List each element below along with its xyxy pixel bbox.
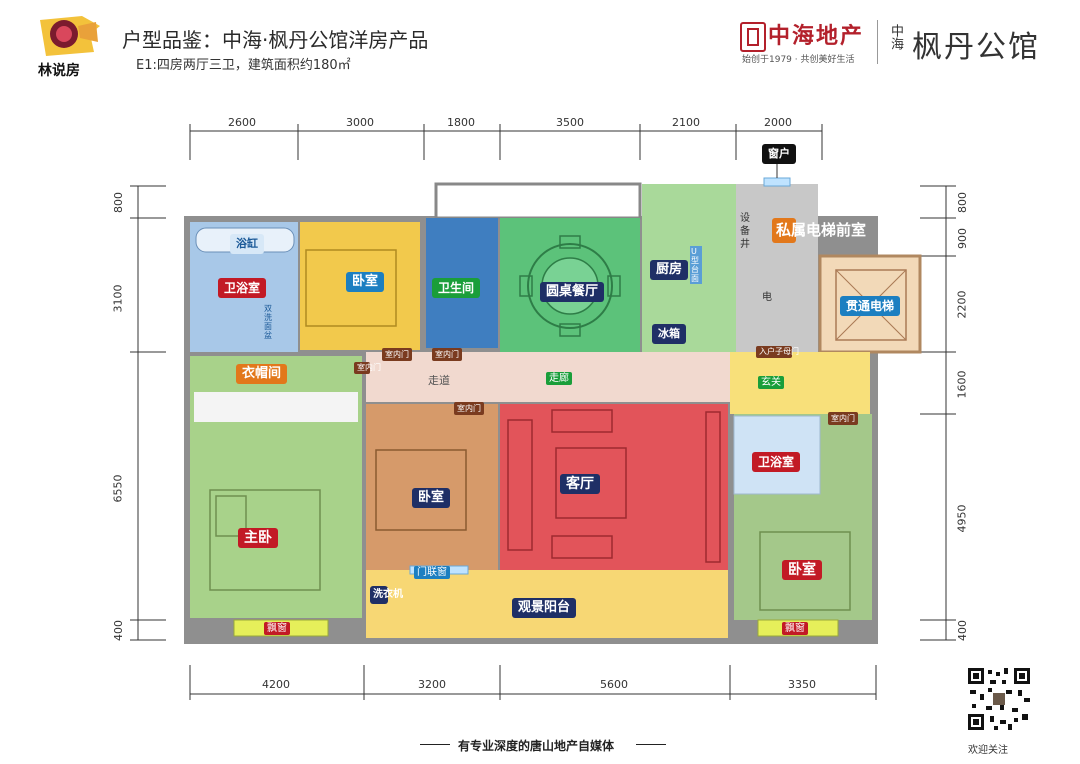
- label-basin: 双洗面盆: [264, 304, 272, 340]
- label-master-bath: 卫浴室: [218, 278, 267, 298]
- bottom-dimension-line: [189, 665, 877, 700]
- dim-top-5: 2100: [672, 116, 700, 129]
- label-cloakroom: 衣帽间: [236, 364, 288, 384]
- brand-logo-icon: [740, 22, 766, 52]
- qr-code-icon: [966, 666, 1032, 732]
- footer-line-left: [420, 744, 450, 745]
- dim-bottom-2: 3200: [418, 678, 446, 691]
- label-elec: 电: [762, 292, 772, 303]
- label-bedroom-mid: 卧室: [412, 488, 451, 508]
- page-subtitle: E1:四房两厅三卫，建筑面积约180㎡: [136, 58, 351, 73]
- brand-small: 中海: [888, 24, 903, 50]
- label-bay-window-right: 飘窗: [782, 622, 808, 635]
- brand-divider: [877, 20, 878, 64]
- dim-left-4: 400: [112, 620, 125, 641]
- dim-right-5: 4950: [955, 504, 969, 533]
- door-tag-5: 室内门: [828, 412, 858, 425]
- dim-right-1: 800: [956, 192, 969, 213]
- label-bedroom-north: 卧室: [346, 272, 385, 292]
- dim-left-1: 800: [112, 192, 125, 213]
- label-linked-window: 门联窗: [414, 566, 450, 579]
- dim-top-2: 3000: [346, 116, 374, 129]
- dim-bottom-4: 3350: [788, 678, 816, 691]
- footer-tagline: 有专业深度的唐山地产自媒体: [458, 739, 615, 753]
- label-balcony: 观景阳台: [512, 598, 577, 618]
- dim-right-3: 2200: [955, 290, 969, 319]
- top-dimension-line: [189, 124, 823, 160]
- dim-top-1: 2600: [228, 116, 256, 129]
- footer-line-right: [636, 744, 666, 745]
- dim-top-4: 3500: [556, 116, 584, 129]
- left-dimension-line: [130, 185, 166, 641]
- label-u-counter: U型台面: [690, 246, 702, 284]
- door-tag-3: 室内门: [354, 362, 381, 374]
- label-living: 客厅: [560, 474, 600, 494]
- label-foyer: 玄关: [758, 376, 784, 389]
- label-bathtub: 浴缸: [230, 234, 264, 254]
- dim-top-6: 2000: [764, 116, 792, 129]
- living-area: [500, 404, 728, 570]
- label-kitchen: 厨房: [650, 260, 689, 280]
- page-title: 户型品鉴：中海·枫丹公馆洋房产品: [122, 28, 429, 52]
- lobby-area: [736, 184, 818, 352]
- label-bedroom-east: 卧室: [782, 560, 822, 580]
- dim-right-6: 400: [956, 620, 969, 641]
- label-dining: 圆桌餐厅: [540, 282, 605, 302]
- label-fridge: 冰箱: [652, 324, 686, 344]
- label-elevator: 贯通电梯: [840, 296, 901, 316]
- media-logo: 林说房: [30, 12, 102, 82]
- label-toilet: 卫生间: [432, 278, 481, 298]
- door-tag-4: 室内门: [454, 402, 484, 415]
- follow-label: 欢迎关注: [968, 745, 1008, 756]
- label-bath-east: 卫浴室: [752, 452, 801, 472]
- dim-bottom-3: 5600: [600, 678, 628, 691]
- dim-right-4: 1600: [955, 370, 969, 399]
- label-elevator-lobby: 私属电梯前室: [772, 218, 866, 243]
- dim-top-3: 1800: [447, 116, 475, 129]
- project-name: 枫丹公馆: [912, 30, 1040, 65]
- dim-left-2: 3100: [111, 284, 125, 313]
- label-corridor: 走廊: [546, 372, 572, 385]
- dim-left-3: 6550: [111, 474, 125, 503]
- bedroom-mid-area: [366, 404, 498, 570]
- door-tag-2: 室内门: [432, 348, 462, 361]
- label-window-top: 窗户: [762, 144, 796, 164]
- brand-name: 中海地产: [768, 23, 865, 49]
- label-master-bed: 主卧: [238, 528, 278, 548]
- media-logo-text: 林说房: [38, 63, 80, 79]
- brand-slogan: 始创于1979 · 共创美好生活: [742, 55, 855, 65]
- dim-right-2: 900: [956, 228, 969, 249]
- label-hallway: 走道: [428, 374, 450, 387]
- label-shaft: 设备井: [740, 213, 750, 250]
- label-entry-door[interactable]: 入户子母门: [756, 346, 799, 358]
- foyer-area: [730, 352, 870, 414]
- dim-bottom-1: 4200: [262, 678, 290, 691]
- right-dimension-line: [920, 185, 956, 641]
- label-washer: 洗衣机: [370, 586, 403, 604]
- label-bay-window-left: 飘窗: [264, 622, 290, 635]
- door-tag-1: 室内门: [382, 348, 412, 361]
